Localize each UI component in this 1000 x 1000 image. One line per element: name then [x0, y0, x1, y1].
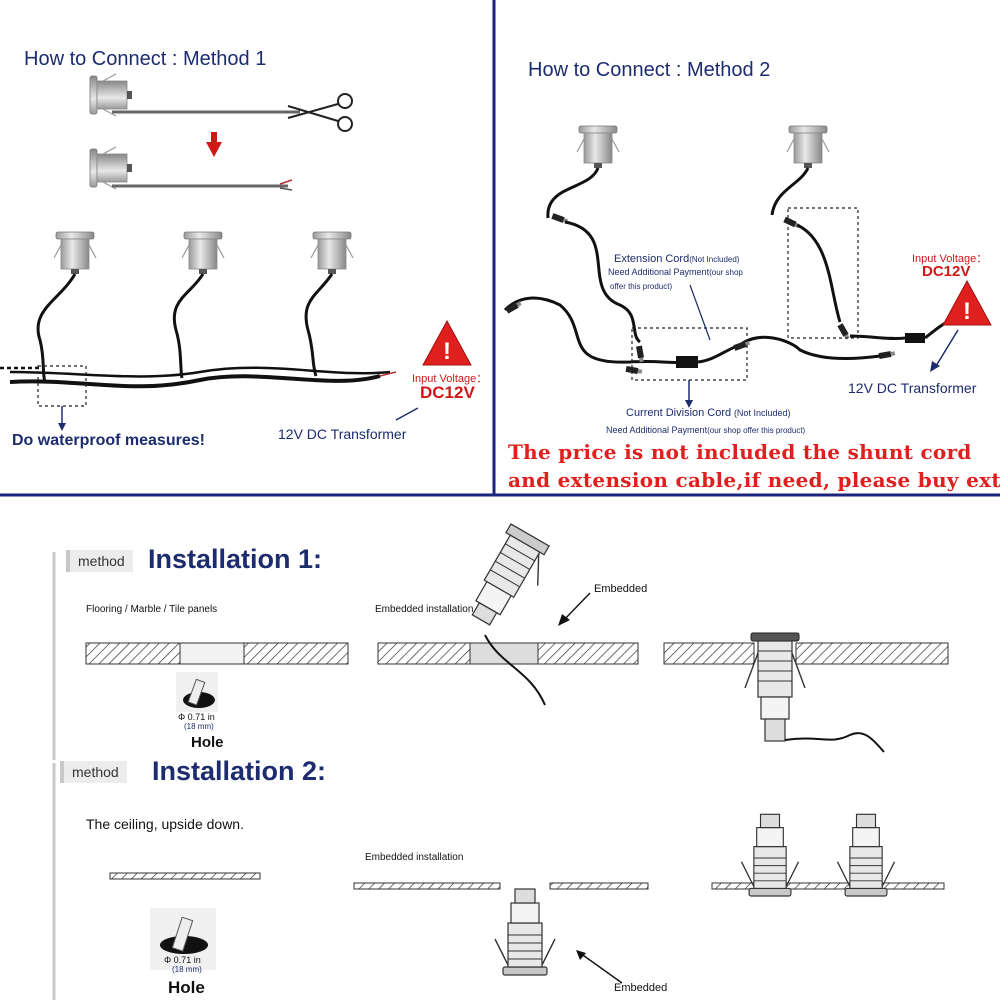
installation2-surface: The ceiling, upside down.: [86, 816, 244, 832]
installation1-drawings: [85, 523, 949, 753]
method-tab-1: method: [66, 550, 133, 572]
method1-voltage-value: DC12V: [420, 383, 475, 402]
method2-transformer-label: 12V DC Transformer: [848, 380, 977, 396]
installation1-surface: Flooring / Marble / Tile panels: [86, 604, 218, 615]
installation1-hole-label: Hole: [191, 734, 224, 751]
scissors-icon: [287, 93, 353, 132]
method-tab-2: method: [60, 761, 127, 783]
price-notice-line1: The price is not included the shunt cord: [508, 440, 972, 464]
method2-wiring: [503, 125, 992, 408]
method2-title: How to Connect : Method 2: [528, 59, 771, 81]
division-cord-label: Current Division Cord (Not Included): [626, 407, 791, 419]
installation1-hole-mm: (18 mm): [184, 722, 214, 731]
down-arrow-icon: [206, 142, 222, 157]
extension-cord-label: Extension Cord(Not Included): [614, 253, 740, 265]
installation2-embedded: Embedded: [614, 982, 668, 994]
installation2-embedded-installation: Embedded installation: [365, 852, 464, 863]
installation2-hole-size: Φ 0.71 in: [164, 955, 201, 965]
installation1-embedded-installation: Embedded installation: [375, 604, 474, 615]
installation1-hole-size: Φ 0.71 in: [178, 712, 215, 722]
method2-voltage-label: Input Voltage：: [912, 253, 988, 265]
extension-offer-label: offer this product): [610, 282, 673, 291]
installation2-hole-mm: (18 mm): [172, 965, 202, 974]
method1-transformer-label: 12V DC Transformer: [278, 426, 407, 442]
installation2-title: Installation 2:: [152, 756, 327, 786]
price-notice-line2: and extension cable,if need, please buy …: [508, 468, 1000, 492]
extension-payment-label: Need Additional Payment(our shop: [608, 267, 743, 277]
method1-cut-sequence: [89, 73, 353, 191]
waterproof-note: Do waterproof measures!: [12, 432, 205, 449]
method1-voltage-label: Input Voltage：: [412, 373, 488, 385]
method1-title: How to Connect : Method 1: [24, 48, 267, 70]
division-payment-label: Need Additional Payment(our shop offer t…: [606, 425, 806, 435]
installation2-hole-label: Hole: [168, 978, 205, 997]
method1-wiring: [0, 231, 472, 431]
installation1-title: Installation 1:: [148, 544, 323, 574]
method2-voltage-value: DC12V: [922, 263, 971, 280]
installation2-drawings: [109, 813, 945, 984]
installation1-embedded: Embedded: [594, 583, 648, 595]
